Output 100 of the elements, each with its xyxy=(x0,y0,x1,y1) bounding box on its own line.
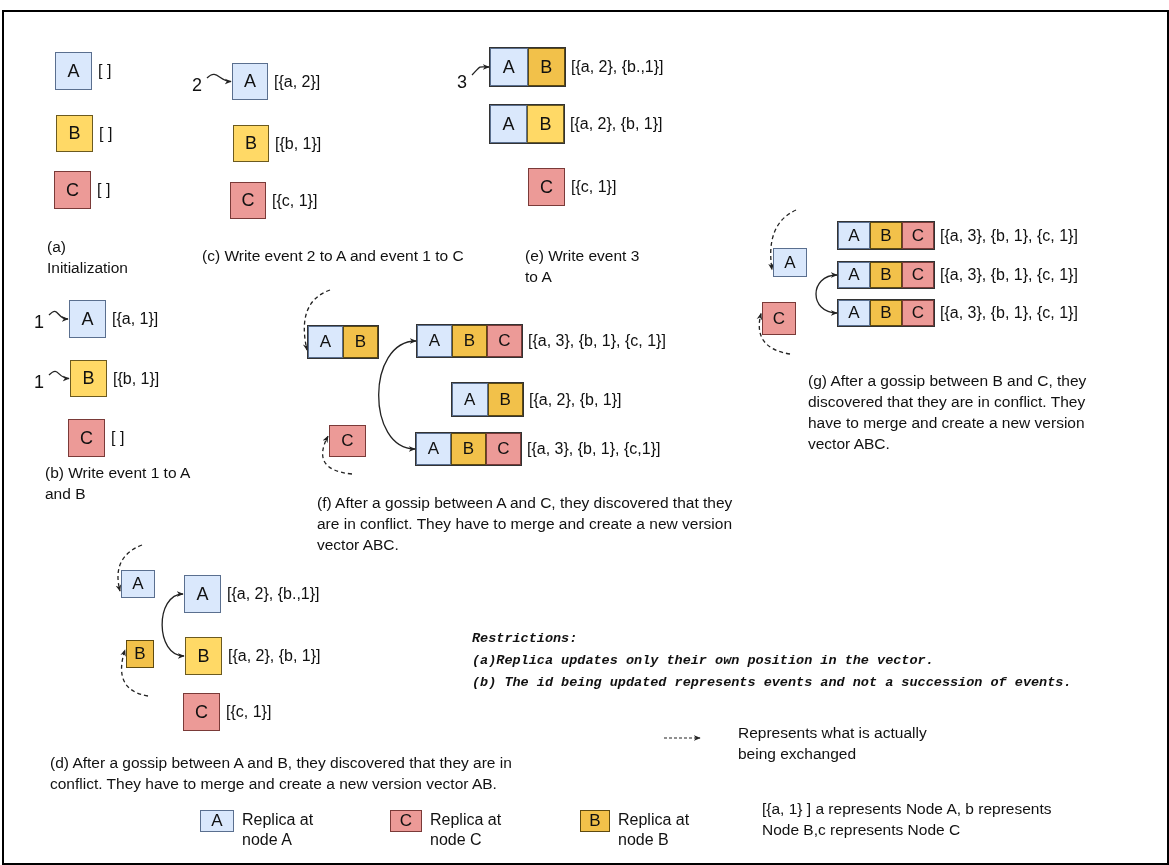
replica-cell: B xyxy=(343,326,378,358)
version-vector-text: [{c, 1}] xyxy=(226,702,272,722)
version-vector-row xyxy=(490,48,565,86)
restriction-note: (b) The id being updated represents events and not a succession of events. xyxy=(472,674,1073,692)
replica-cell: A xyxy=(416,433,451,465)
replica-cell: B xyxy=(527,48,565,86)
replica-cell: A xyxy=(308,326,343,358)
version-vector-text: [ ] xyxy=(98,61,112,81)
version-vector-text: [ ] xyxy=(99,123,113,144)
restriction-note: Restrictions: xyxy=(472,630,578,648)
version-vector-text: [{a, 2}, {b.,1}] xyxy=(227,584,320,604)
version-vector-row xyxy=(490,105,564,143)
replica-cell: B xyxy=(451,433,486,465)
version-vector-row xyxy=(838,300,934,326)
replica-cell: B xyxy=(870,222,902,249)
version-vector-text: [{a, 3}, {b, 1}, {c, 1}] xyxy=(940,303,1078,323)
version-vector-text: [{a, 2}, {b, 1}] xyxy=(570,114,663,134)
exchange-arrow xyxy=(322,435,353,475)
event-arrow xyxy=(48,370,70,381)
caption-text: (b) Write event 1 to A and B xyxy=(45,463,191,504)
event-number: 2 xyxy=(192,75,206,95)
exchange-arrow xyxy=(120,649,149,697)
merge-arrow xyxy=(378,339,417,451)
replica-box: C xyxy=(183,693,220,731)
version-vector-text: [{a, 1}] xyxy=(112,309,159,329)
replica-cell: B xyxy=(870,300,902,326)
version-vector-text: [{b, 1}] xyxy=(113,368,160,389)
replica-box: C xyxy=(230,182,266,219)
version-vector-row xyxy=(838,222,934,249)
replica-cell: A xyxy=(490,105,527,143)
legend-text: Replica at node A xyxy=(242,810,315,850)
version-vector-text: [{c, 1}] xyxy=(571,177,617,197)
replica-box: C xyxy=(528,168,565,206)
event-number: 3 xyxy=(457,72,471,92)
version-vector-row xyxy=(452,383,523,416)
version-vector-text: [{a, 3}, {b, 1}, {c, 1}] xyxy=(528,331,666,351)
version-vector-text: [{a, 3}, {b, 1}, {c, 1}] xyxy=(940,225,1078,246)
version-vector-row xyxy=(308,326,378,358)
legend-swatch: B xyxy=(580,810,610,832)
exchange-arrow xyxy=(115,544,143,592)
event-number: 1 xyxy=(34,312,48,332)
replica-cell: A xyxy=(838,262,870,288)
replica-cell: B xyxy=(870,262,902,288)
event-arrow xyxy=(206,73,232,84)
version-vector-text: [{a, 2}, {b, 1}] xyxy=(228,646,321,666)
version-vector-row xyxy=(838,262,934,288)
merge-arrow xyxy=(815,272,838,316)
replica-cell: C xyxy=(902,300,934,326)
caption-text: (g) After a gossip between B and C, they discovered that they are in conflict. They have to merge and create a new version vector ABC. xyxy=(808,371,1088,454)
event-number: 1 xyxy=(34,372,48,392)
caption-text: (f) After a gossip between A and C, they discovered that they are in conflict. They have to merge and create a new version vector ABC. xyxy=(317,493,734,555)
version-vector-text: [{a, 3}, {b, 1}, {c,1}] xyxy=(527,439,661,459)
legend-text: Represents what is actually being exchanged xyxy=(738,723,928,764)
replica-box: C xyxy=(54,171,91,209)
version-vector-text: [{c, 1}] xyxy=(272,190,318,211)
replica-box: A xyxy=(773,248,807,277)
event-arrow xyxy=(471,64,490,76)
replica-cell: B xyxy=(527,105,564,143)
version-vector-text: [{a, 3}, {b, 1}, {c, 1}] xyxy=(940,265,1078,285)
replica-box: A xyxy=(55,52,92,90)
replica-cell: B xyxy=(487,383,523,416)
version-vector-row xyxy=(417,325,522,357)
caption-text: (a) Initialization xyxy=(47,237,129,278)
replica-cell: C xyxy=(902,262,934,288)
replica-box: A xyxy=(121,570,155,598)
legend-swatch: C xyxy=(390,810,422,832)
version-vector-text: [{a, 2}] xyxy=(274,71,321,92)
caption-text: (e) Write event 3 to A xyxy=(525,246,641,287)
replica-box: B xyxy=(233,125,269,162)
replica-box: C xyxy=(68,419,105,457)
caption-text: (d) After a gossip between A and B, they discovered that they are in conflict. They have to merge and create a new version vector AB. xyxy=(50,753,513,794)
replica-cell: C xyxy=(902,222,934,249)
restriction-note: (a)Replica updates only their own position in the vector. xyxy=(472,652,934,670)
replica-cell: A xyxy=(417,325,452,357)
replica-box: C xyxy=(329,425,366,457)
version-vector-text: [ ] xyxy=(97,180,111,200)
replica-box: A xyxy=(232,63,268,100)
replica-box: B xyxy=(56,115,93,152)
legend-swatch: A xyxy=(200,810,234,832)
event-arrow xyxy=(48,310,69,322)
replica-box: C xyxy=(762,302,796,335)
version-vector-row xyxy=(416,433,521,465)
exchange-arrow xyxy=(756,312,791,355)
version-vector-text: [{b, 1}] xyxy=(275,133,322,154)
caption-text: (c) Write event 2 to A and event 1 to C xyxy=(202,246,465,266)
legend-text: Replica at node C xyxy=(430,810,503,850)
replica-cell: B xyxy=(452,325,487,357)
replica-cell: A xyxy=(838,300,870,326)
replica-box: A xyxy=(184,575,221,613)
exchange-arrow xyxy=(303,289,331,351)
replica-box: B xyxy=(126,640,154,668)
replica-cell: A xyxy=(838,222,870,249)
version-vector-text: [ ] xyxy=(111,428,125,448)
exchange-arrow xyxy=(768,209,797,271)
version-vector-text: [{a, 2}, {b.,1}] xyxy=(571,57,664,77)
replica-box: B xyxy=(70,360,107,397)
replica-cell: A xyxy=(452,383,488,416)
merge-arrow xyxy=(161,592,185,658)
legend-text: Replica at node B xyxy=(618,810,691,850)
notation-note: [{a, 1} ] a represents Node A, b represents Node B,c represents Node C xyxy=(762,799,1053,840)
